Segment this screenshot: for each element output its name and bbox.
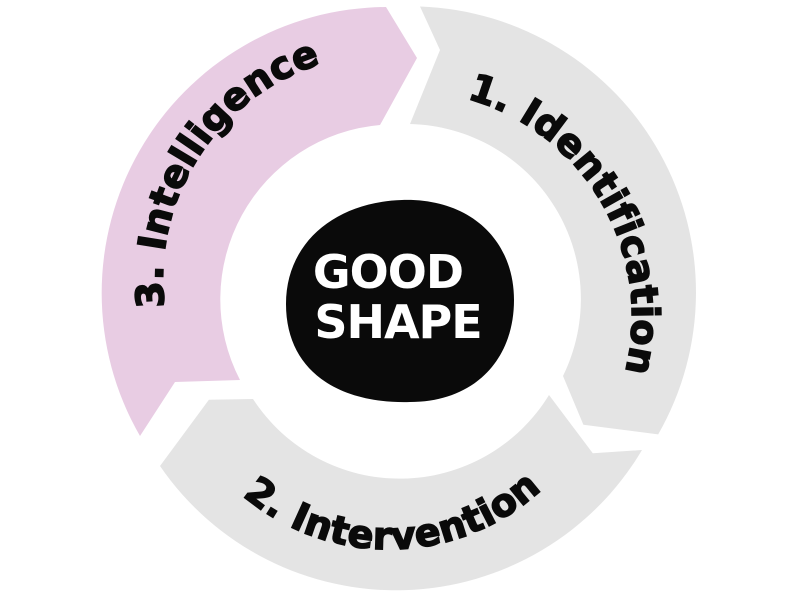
stage-segment-identification [410,6,696,435]
logo-blob [286,199,514,403]
stage-segment-intelligence [101,7,417,436]
logo-text-line2: SHAPE [314,295,481,349]
logo-text-line1: GOOD [313,245,463,299]
stage-segment-intervention [160,395,642,591]
